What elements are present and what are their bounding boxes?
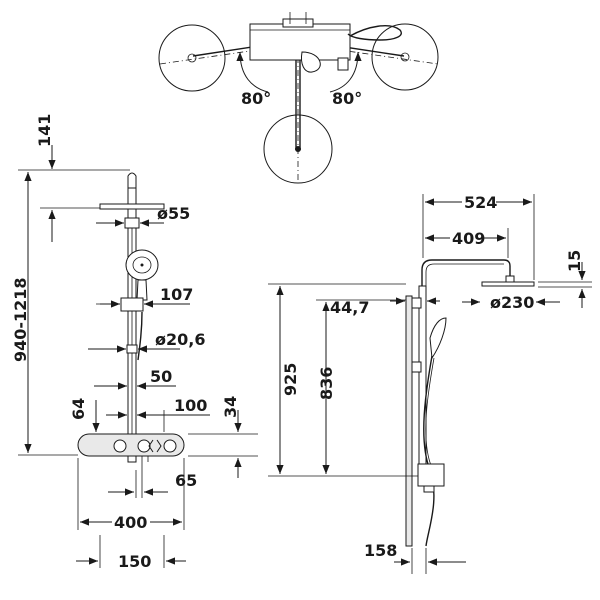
dim-bracket-height: 107	[160, 285, 193, 304]
side-hand-shower	[429, 317, 447, 360]
dim-head-diameter-side: ø230	[490, 293, 534, 312]
front-view: 940-1218 141 ø55 107 ø20,6 50 64 100	[11, 114, 258, 571]
dim-depth-left: 64	[69, 398, 88, 420]
side-wall-plate	[405, 295, 413, 547]
dim-height-range: 940-1218	[11, 277, 30, 362]
dim-arm-length: 524	[464, 193, 497, 212]
angle-label-left: 80°	[241, 89, 271, 108]
dim-inner-height: 836	[317, 367, 336, 400]
dim-head-thickness: 15	[565, 250, 584, 272]
front-head-shower	[99, 203, 165, 210]
dim-thermostat-height: 34	[221, 396, 240, 418]
dim-fixing-distance: 150	[118, 552, 151, 571]
top-view: 80° 80°	[158, 12, 439, 184]
dim-rail-diameter: ø20,6	[155, 330, 205, 349]
angle-label-right: 80°	[332, 89, 362, 108]
top-thermostat	[249, 23, 351, 61]
dim-wall-projection: 158	[364, 541, 397, 560]
front-slider	[120, 297, 144, 312]
side-thermostat	[417, 463, 445, 487]
dim-depth-right: 100	[174, 396, 207, 415]
dim-top-offset: 141	[35, 114, 54, 147]
dim-rail-offset: 50	[150, 367, 172, 386]
swing-circle-right	[371, 23, 439, 91]
dim-head-diameter: ø55	[157, 204, 190, 223]
side-view: 524 409 15 ø230 44,7 925 836 1	[268, 193, 592, 574]
swing-circle-left	[158, 24, 226, 92]
side-arm	[421, 259, 511, 286]
side-rail	[418, 285, 427, 487]
dim-wall-offset: 44,7	[330, 298, 369, 317]
side-head-shower	[481, 281, 535, 287]
dim-outer-height: 925	[281, 363, 300, 396]
dim-outlet-offset: 65	[175, 471, 197, 490]
dim-thermostat-width: 400	[114, 513, 147, 532]
dim-arm-inner: 409	[452, 229, 485, 248]
